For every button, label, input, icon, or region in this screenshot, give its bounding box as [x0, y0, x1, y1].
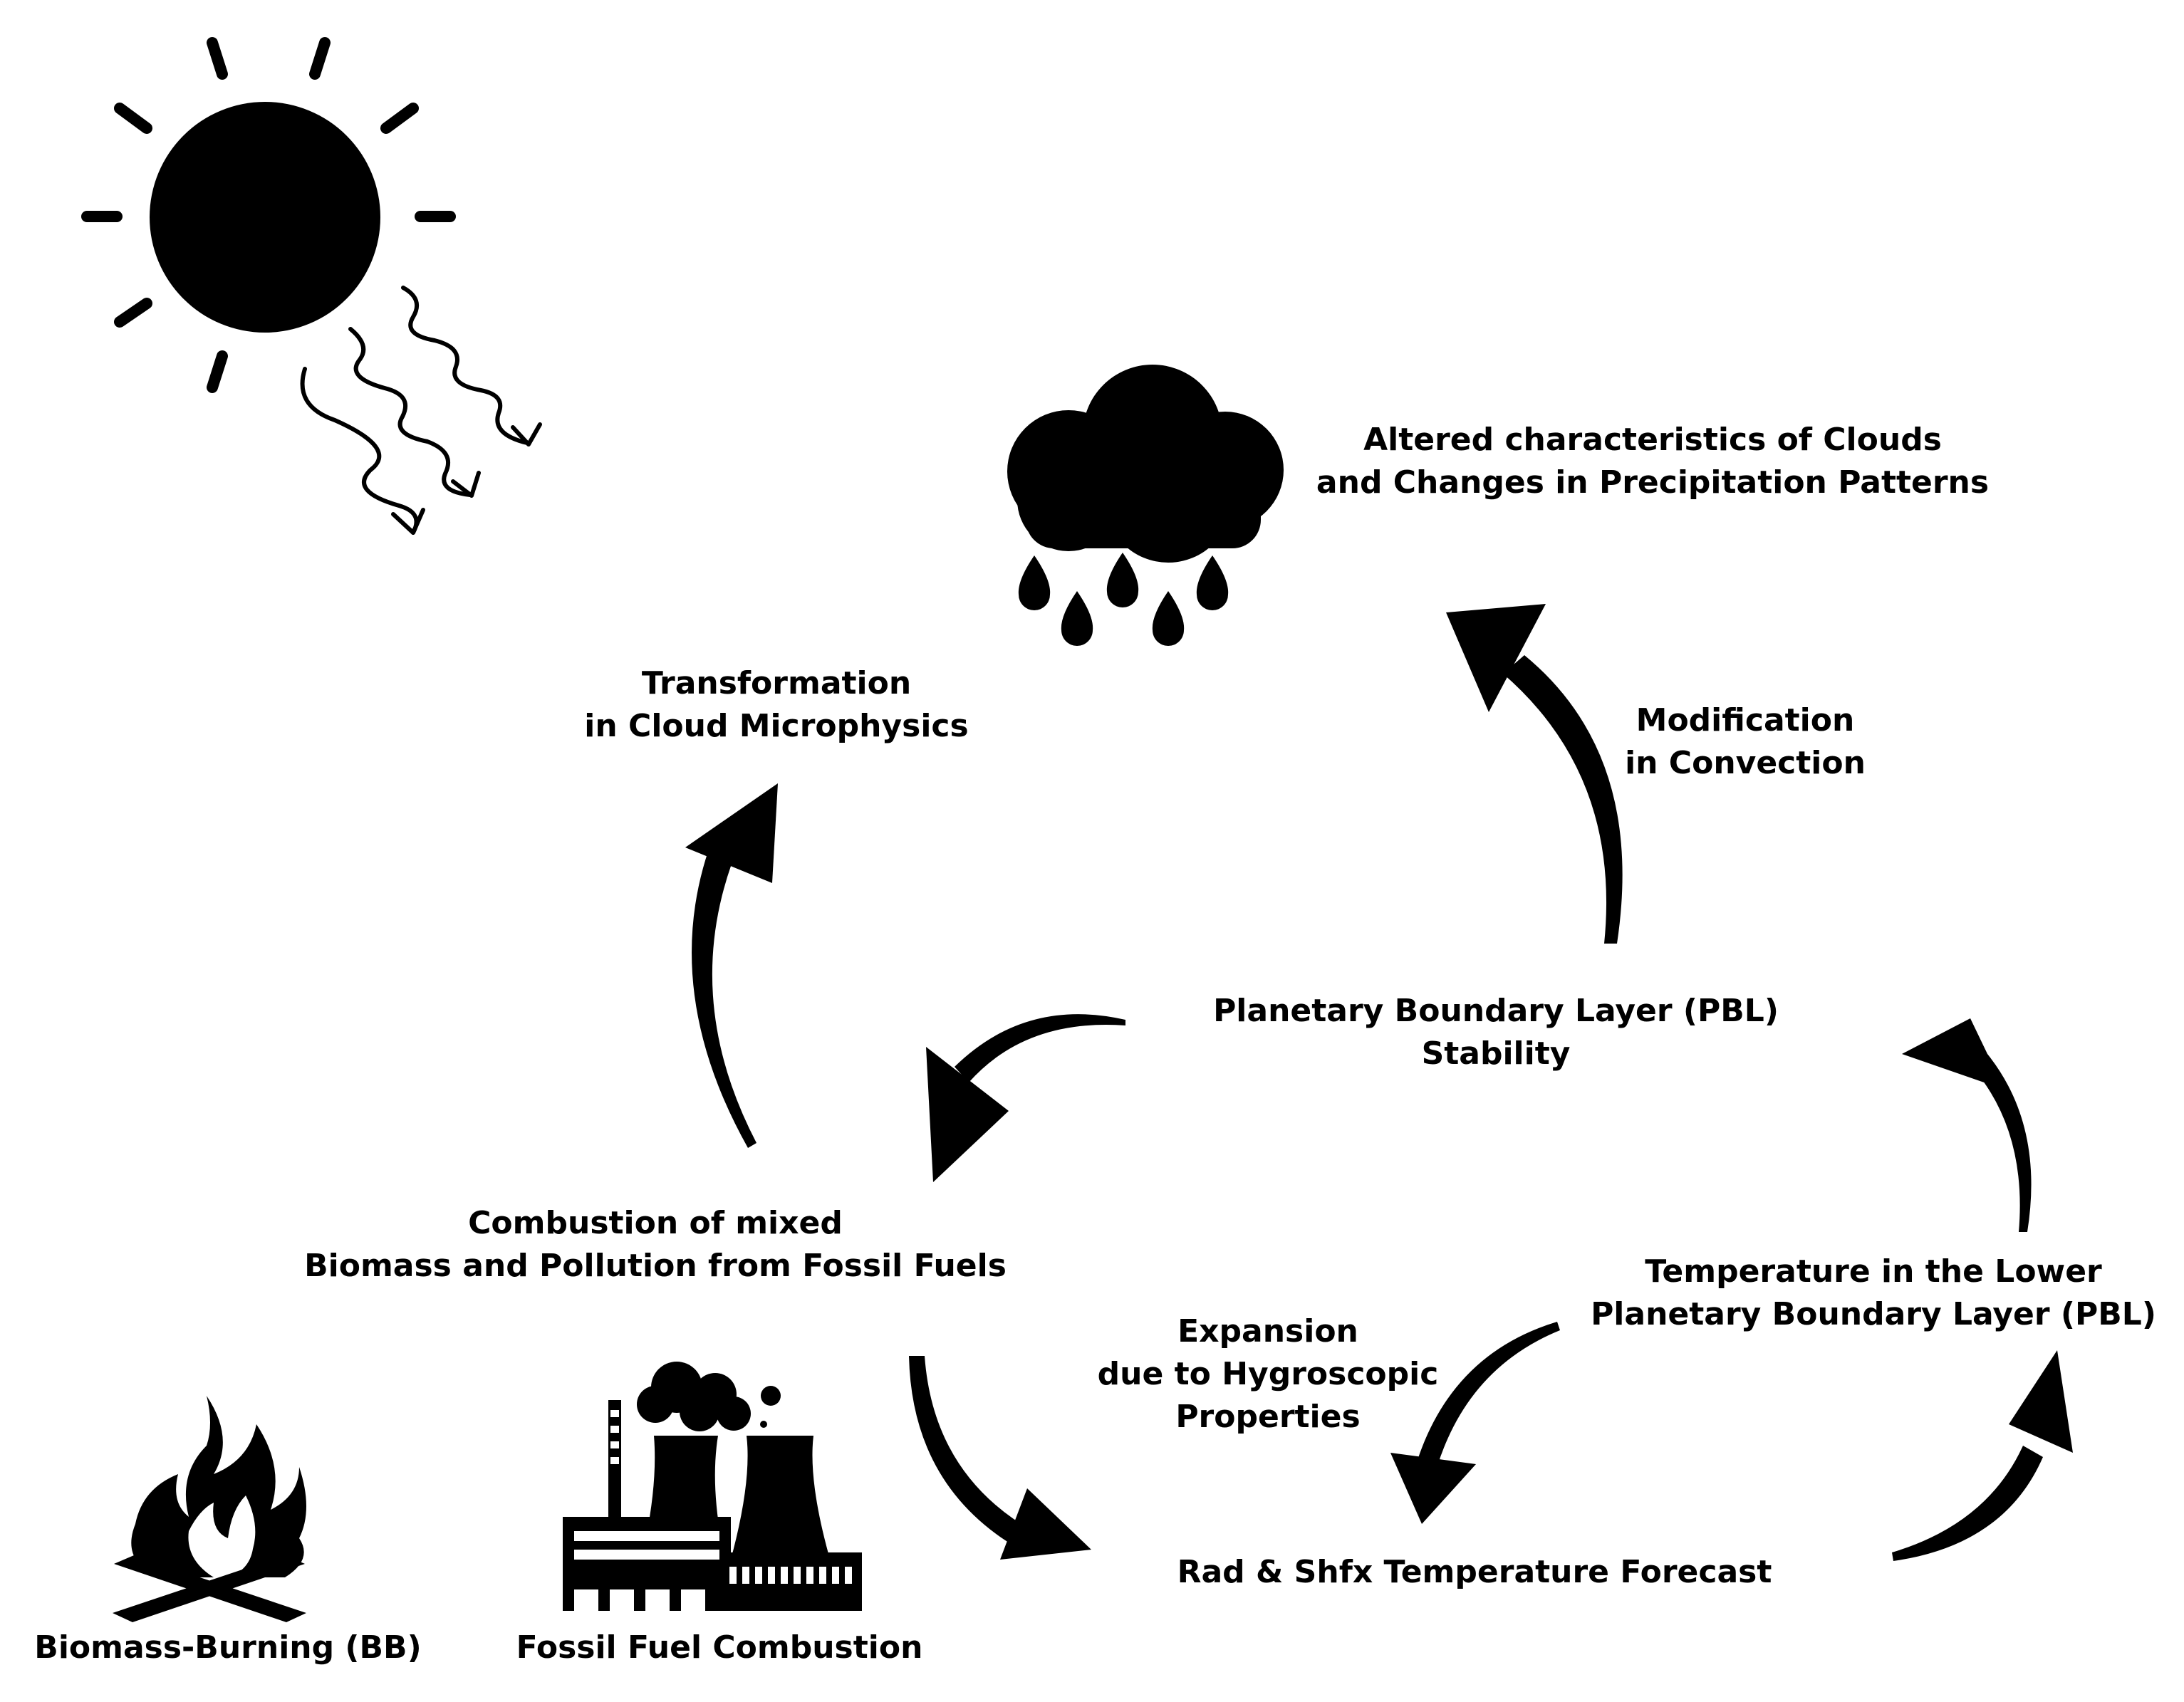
pbl-stability-label-line-2: Stability	[1421, 1035, 1571, 1072]
fossil-fuel-caption: Fossil Fuel Combustion	[516, 1629, 923, 1666]
arrow-stability-to-combustion	[926, 1014, 1125, 1182]
convection-label-line-2: in Convection	[1625, 745, 1866, 781]
arrow-stability-to-clouds	[1446, 604, 1623, 944]
clouds-label-line-1: Altered characteristics of Clouds	[1363, 422, 1942, 458]
cloud-microphysics-label-line-2: in Cloud Microphysics	[584, 708, 969, 744]
arrow-combustion-to-forecast	[909, 1356, 1091, 1560]
temperature-lower-pbl-label-line-2: Planetary Boundary Layer (PBL)	[1591, 1296, 2156, 1332]
pbl-stability-label: Planetary Boundary Layer (PBL) Stability	[1182, 990, 1809, 1075]
temperature-lower-pbl-label-line-1: Temperature in the Lower	[1645, 1253, 2102, 1290]
rain-cloud-icon	[1007, 365, 1284, 646]
temperature-lower-pbl-label: Temperature in the Lower Planetary Bound…	[1574, 1251, 2173, 1336]
forecast-label: Rad & Shfx Temperature Forecast	[1140, 1551, 1809, 1594]
convection-label: Modification in Convection	[1596, 699, 1895, 785]
raindrops	[1018, 553, 1229, 646]
clouds-label: Altered characteristics of Clouds and Ch…	[1296, 419, 2009, 504]
arrow-temperature-to-stability	[1902, 1018, 2032, 1232]
forecast-label-line-1: Rad & Shfx Temperature Forecast	[1177, 1554, 1772, 1590]
arrow-combustion-to-microphysics	[685, 783, 778, 1148]
hygroscopic-label-line-2: due to Hygroscopic	[1097, 1356, 1439, 1392]
cloud-microphysics-label-line-1: Transformation	[641, 665, 912, 701]
hygroscopic-label-line-1: Expansion	[1177, 1313, 1358, 1349]
combustion-label-line-1: Combustion of mixed	[468, 1205, 843, 1241]
biomass-burning-caption: Biomass-Burning (BB)	[34, 1629, 422, 1666]
power-plant-icon	[563, 1362, 862, 1611]
arrow-temperature-to-forecast	[1390, 1322, 1560, 1524]
hygroscopic-label-line-3: Properties	[1175, 1399, 1361, 1435]
cloud-microphysics-label: Transformation in Cloud Microphysics	[548, 662, 1004, 748]
clouds-label-line-2: and Changes in Precipitation Patterns	[1316, 464, 1990, 501]
sun-icon	[81, 37, 542, 535]
combustion-label-line-2: Biomass and Pollution from Fossil Fuels	[304, 1248, 1007, 1284]
pbl-stability-label-line-1: Planetary Boundary Layer (PBL)	[1213, 993, 1779, 1029]
convection-label-line-1: Modification	[1636, 702, 1855, 738]
hygroscopic-label: Expansion due to Hygroscopic Properties	[1068, 1310, 1467, 1439]
combustion-label: Combustion of mixed Biomass and Pollutio…	[278, 1202, 1033, 1288]
campfire-icon	[113, 1396, 306, 1622]
arrow-forecast-to-temperature	[1892, 1350, 2073, 1561]
